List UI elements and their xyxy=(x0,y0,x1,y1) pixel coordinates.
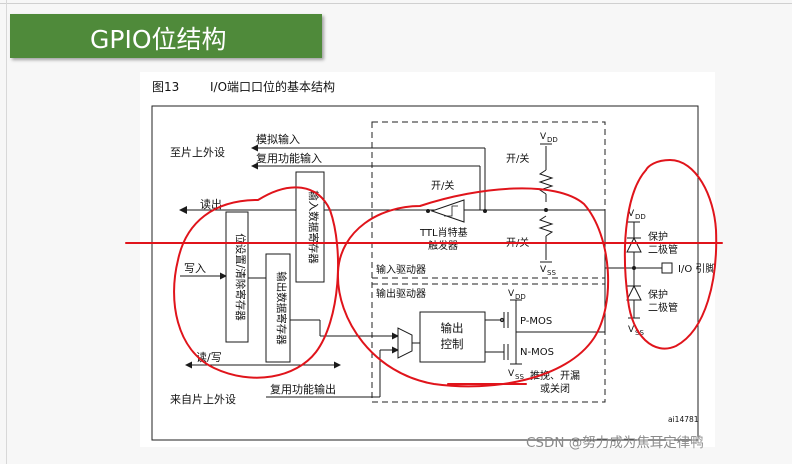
label-alt-out: 复用功能输出 xyxy=(270,382,336,396)
side-divider xyxy=(6,0,7,464)
svg-text:DD: DD xyxy=(547,136,558,144)
csdn-watermark: CSDN @努力成为焦耳定律鸭 xyxy=(526,435,704,451)
label-protect-bottom: 保护 xyxy=(648,288,668,301)
label-pmos: P-MOS xyxy=(520,316,552,327)
svg-text:V: V xyxy=(540,265,547,275)
output-mux xyxy=(397,327,413,359)
output-control-label-2: 控制 xyxy=(441,337,464,351)
top-divider xyxy=(0,3,792,4)
svg-text:V: V xyxy=(508,289,515,299)
label-ttl-2: 触发器 xyxy=(428,239,458,252)
label-pushpull-2: 或关闭 xyxy=(540,382,570,395)
svg-text:DD: DD xyxy=(635,213,646,221)
svg-text:SS: SS xyxy=(515,373,524,381)
ttl-schmitt-trigger xyxy=(426,199,487,223)
pull-resistors: V DD V SS xyxy=(538,132,558,277)
label-to-onchip: 至片上外设 xyxy=(170,146,225,159)
label-pulldown-switch: 开/关 xyxy=(506,236,529,249)
svg-text:V: V xyxy=(540,132,547,142)
figure-ref: ai14781 xyxy=(668,415,699,424)
label-protect-top: 保护 xyxy=(648,230,668,243)
label-from-onchip: 来自片上外设 xyxy=(170,393,236,406)
label-alt-in: 复用功能输入 xyxy=(256,151,322,165)
gpio-diagram: 图13 I/O端口口位的基本结构 至片上外设 模拟输入 复用功能输入 读出 写入… xyxy=(151,79,715,441)
figure-title: I/O端口口位的基本结构 xyxy=(210,79,335,94)
protection-diodes: V DD V SS xyxy=(626,209,673,337)
label-diode-bottom: 二极管 xyxy=(648,301,678,314)
driver-dashed-box xyxy=(371,121,606,403)
figure-number: 图13 xyxy=(152,80,179,94)
set-reset-register-label: 位设置/清除寄存器 xyxy=(234,233,247,321)
gpio-figure: 图13 I/O端口口位的基本结构 至片上外设 模拟输入 复用功能输入 读出 写入… xyxy=(140,72,715,447)
output-control-label-1: 输出 xyxy=(441,321,464,335)
svg-text:V: V xyxy=(508,369,515,379)
mos-transistors: V DD V SS xyxy=(499,289,526,381)
output-data-register-label: 输出数据寄存器 xyxy=(275,271,288,345)
slide-title: GPIO位结构 xyxy=(90,25,227,54)
label-analog-in: 模拟输入 xyxy=(256,132,300,146)
label-ttl-1: TTL肖特基 xyxy=(419,226,468,239)
io-pin-pad xyxy=(661,262,673,274)
label-read: 读出 xyxy=(200,197,222,211)
title-banner: GPIO位结构 xyxy=(10,14,322,58)
svg-text:V: V xyxy=(628,325,635,335)
svg-text:V: V xyxy=(628,209,635,219)
label-pullup-switch: 开/关 xyxy=(506,152,529,165)
label-output-driver: 输出驱动器 xyxy=(376,287,426,300)
svg-text:SS: SS xyxy=(547,269,556,277)
label-read-write: 读/写 xyxy=(196,350,222,364)
dashed-regions xyxy=(371,121,606,403)
label-schmitt-switch: 开/关 xyxy=(431,179,454,192)
label-nmos: N-MOS xyxy=(520,347,554,358)
input-data-register-label: 输入数据寄存器 xyxy=(307,190,320,264)
label-input-driver: 输入驱动器 xyxy=(376,263,426,276)
label-write: 写入 xyxy=(184,262,206,275)
label-pushpull-1: 推挽、开漏 xyxy=(530,369,580,382)
svg-text:SS: SS xyxy=(635,329,644,337)
label-io-pin: I/O 引脚 xyxy=(678,262,715,275)
label-diode-top: 二极管 xyxy=(648,243,678,256)
